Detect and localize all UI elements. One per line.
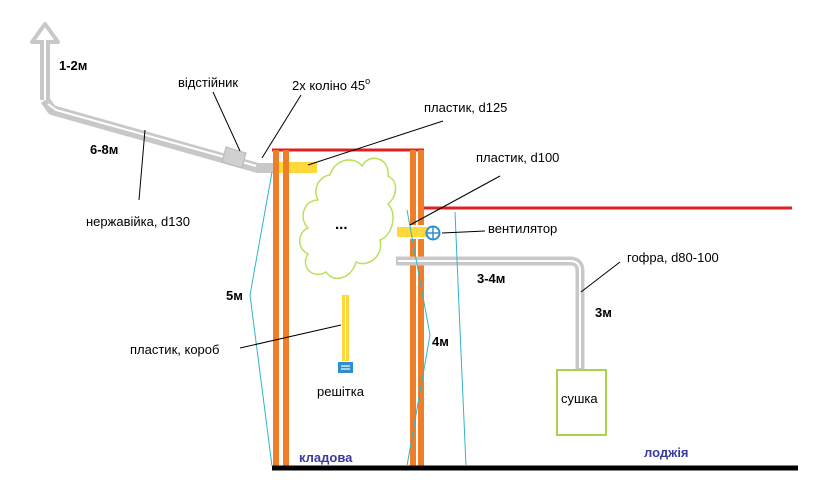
grille-icon: [338, 362, 353, 373]
height-top-label: 1-2м: [59, 58, 87, 73]
plastic-125-label: пластик, d125: [424, 100, 507, 115]
pantry-label: кладова: [299, 450, 353, 465]
pipe-inner-diag: [47, 103, 257, 167]
duct-d100: [395, 225, 431, 239]
dryer-label: сушка: [561, 391, 598, 406]
elbows-label: 2х коліно 45o: [292, 76, 370, 93]
length-34-label: 3-4м: [477, 271, 505, 286]
dryer-box: [556, 369, 607, 436]
wall-left: [273, 150, 289, 466]
elbows-label-main: 2х коліно 45: [292, 78, 365, 93]
cloud-shape: [299, 157, 397, 280]
guide-lines: [249, 171, 467, 467]
pipe-arrow-up-icon: [30, 22, 60, 44]
loggia-label: лоджія: [644, 445, 689, 460]
settler-label: відстійник: [178, 75, 238, 90]
cloud-dots-label: ...: [335, 216, 348, 233]
height-5-label: 5м: [226, 288, 243, 303]
fan-label: вентилятор: [488, 221, 557, 236]
elbows-degree: o: [365, 76, 370, 86]
corrugated-hose-inner: [398, 260, 581, 368]
height-3-label: 3м: [595, 305, 612, 320]
wall-right: [410, 150, 424, 466]
plastic-100-label: пластик, d100: [476, 150, 559, 165]
corrugated-label: гофра, d80-100: [627, 250, 719, 265]
settler-joint: [221, 146, 247, 169]
plastic-box-label: пластик, короб: [130, 342, 219, 357]
duct-d125: [273, 160, 319, 175]
length-diag-label: 6-8м: [90, 142, 118, 157]
grille-label: решітка: [317, 384, 365, 399]
height-4-label: 4м: [432, 334, 449, 349]
stainless-label: нержавійка, d130: [86, 214, 190, 229]
leader-lines: [138, 91, 621, 349]
